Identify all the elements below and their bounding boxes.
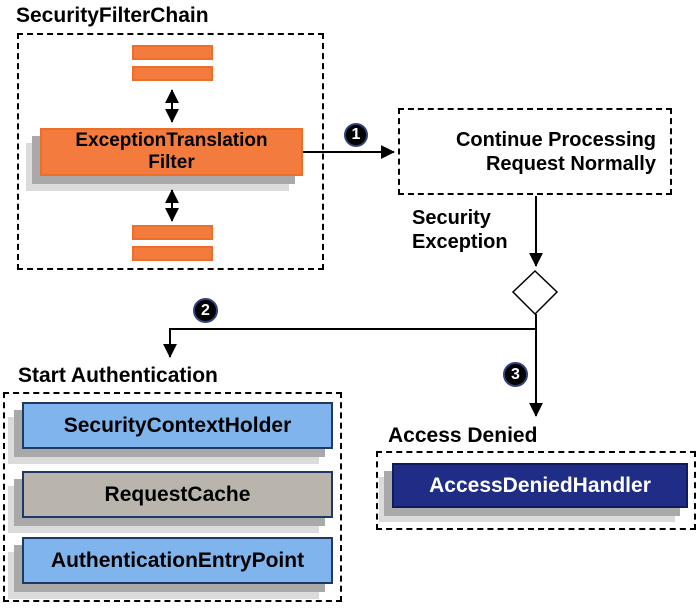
step-badge-2: 2 bbox=[193, 298, 218, 323]
filter-placeholder-bar bbox=[132, 45, 213, 60]
start-authentication-box bbox=[3, 392, 342, 602]
step-badge-3: 3 bbox=[503, 362, 528, 387]
step-badge-1: 1 bbox=[344, 123, 368, 147]
exception-translation-filter-label-line2: Filter bbox=[148, 152, 195, 173]
filter-placeholder-bar bbox=[132, 246, 213, 261]
arrow-step2 bbox=[163, 328, 536, 358]
request-cache-box: RequestCache bbox=[22, 471, 333, 518]
continue-processing-line2: Request Normally bbox=[485, 152, 656, 175]
start-authentication-title: Start Authentication bbox=[18, 364, 218, 387]
exception-translation-filter-box: ExceptionTranslation Filter bbox=[40, 128, 303, 176]
authentication-entry-point-box: AuthenticationEntryPoint bbox=[22, 537, 333, 584]
access-denied-title: Access Denied bbox=[388, 424, 538, 447]
security-context-holder-box: SecurityContextHolder bbox=[22, 402, 333, 449]
continue-processing-box: Continue Processing Request Normally bbox=[398, 108, 672, 195]
security-exception-label: Security Exception bbox=[412, 207, 508, 253]
filter-placeholder-bar bbox=[132, 66, 213, 81]
filter-placeholder-bar bbox=[132, 225, 213, 240]
exception-translation-filter-label-line1: ExceptionTranslation bbox=[75, 130, 268, 151]
access-denied-handler-box: AccessDeniedHandler bbox=[392, 463, 688, 508]
decision-diamond bbox=[511, 269, 559, 316]
continue-processing-line1: Continue Processing bbox=[455, 128, 656, 151]
security-filter-chain-title: SecurityFilterChain bbox=[16, 4, 209, 27]
access-denied-box bbox=[376, 451, 696, 530]
